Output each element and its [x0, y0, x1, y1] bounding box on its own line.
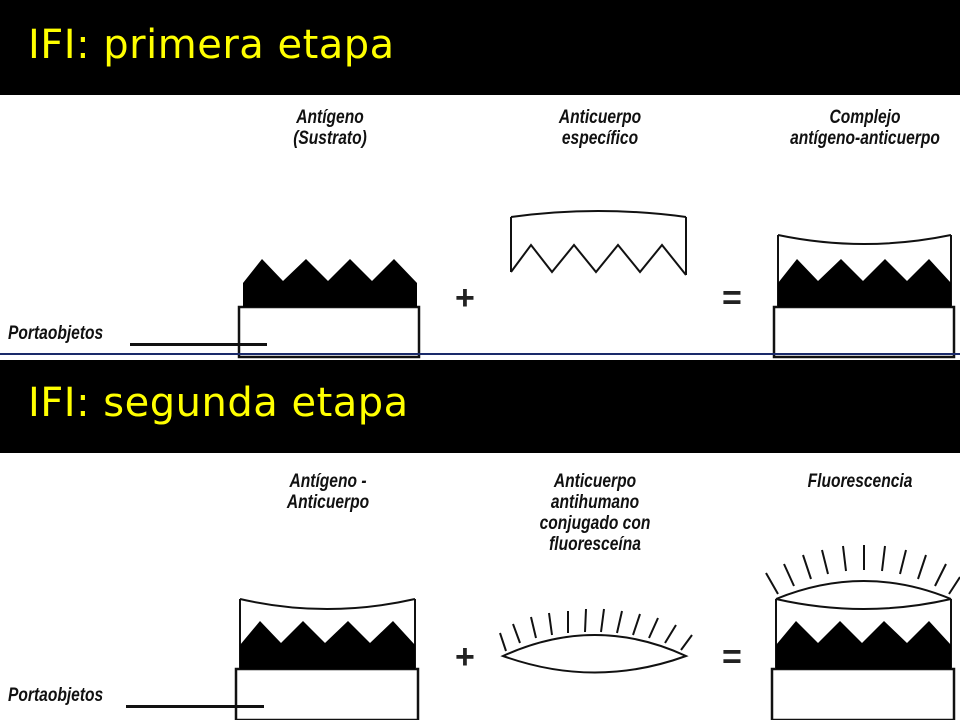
panel-divider [0, 353, 960, 355]
slide-label: Portaobjetos [8, 323, 104, 344]
complex-label-2: Antígeno -Anticuerpo [286, 471, 370, 513]
equals-sign: = [722, 279, 742, 317]
stage2-header: IFI: segunda etapa [0, 360, 960, 453]
equals-sign-2: = [722, 638, 742, 676]
specific-antibody [510, 210, 687, 276]
stage1-drawing [237, 210, 956, 359]
stage2-title: IFI: segunda etapa [28, 380, 409, 426]
fluorescence-complex [765, 545, 960, 720]
plus-sign-2: + [455, 638, 475, 676]
antigen-label: Antígeno(Sustrato) [293, 107, 367, 149]
stage1-header: IFI: primera etapa [0, 0, 960, 95]
complex-on-slide [234, 598, 420, 720]
slide-pointer-line-2 [126, 705, 264, 708]
stage1-title: IFI: primera etapa [28, 22, 395, 68]
antigen-on-slide [237, 259, 421, 359]
plus-sign: + [455, 279, 475, 317]
antigen-antibody-complex [772, 234, 956, 359]
slide-label-2: Portaobjetos [8, 685, 104, 706]
stage2-drawing [234, 545, 960, 720]
antihuman-antibody [499, 608, 693, 674]
fluorescence-label: Fluorescencia [807, 471, 913, 492]
slide-pointer-line [130, 343, 267, 346]
